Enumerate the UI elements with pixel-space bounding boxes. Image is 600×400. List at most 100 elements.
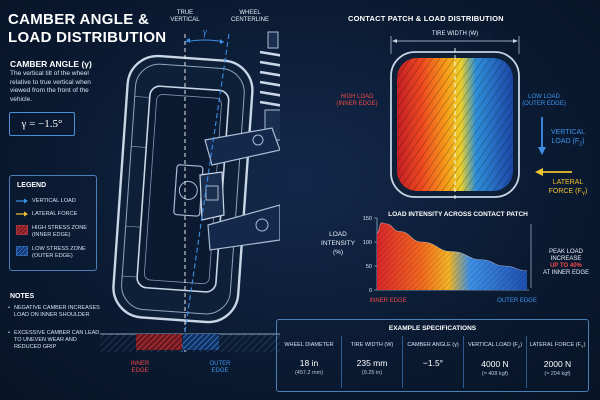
low-stress-zone (183, 334, 219, 350)
annotation-highlight: UP TO 40% (550, 263, 582, 269)
wheel-assembly-drawing (100, 31, 280, 353)
vertical-load-arrow-icon (538, 117, 546, 155)
specifications-title: EXAMPLE SPECIFICATIONS (388, 325, 477, 332)
note-item: EXCESSIVE CAMBER CAN LEAD TO UNEVEN WEAR… (8, 330, 100, 351)
gamma-symbol: γ (203, 27, 207, 38)
high-stress-zone (136, 334, 182, 350)
lateral-force-subscript: Y (581, 191, 586, 198)
spec-column-camber-angle: CAMBER ANGLE (γ) −1.5° (403, 336, 463, 388)
camber-value-box: γ = −1.5° (9, 112, 75, 136)
spec-value: 4000 N (481, 359, 509, 370)
spec-value: 235 mm (356, 358, 388, 368)
legend-item-lateral-force: LATERAL FORCE (16, 211, 77, 217)
x-axis-left-label: INNER EDGE (369, 298, 407, 304)
legend-item-high-stress: HIGH STRESS ZONE (INNER EDGE) (16, 225, 92, 239)
spec-header: TIRE WIDTH (W) (350, 342, 394, 348)
spec-header: CAMBER ANGLE (γ) (407, 342, 459, 348)
control-arms (199, 127, 280, 251)
high-load-label: HIGH LOAD (INNER EDGE) (336, 94, 378, 107)
spec-subvalue: (≈ 408 kgf) (481, 371, 509, 378)
contact-patch-figure (390, 36, 520, 200)
notes-title: NOTES (10, 293, 35, 300)
legend-label: LATERAL FORCE (32, 211, 78, 217)
note-item: NEGATIVE CAMBER INCREASES LOAD ON INNER … (8, 305, 100, 319)
lateral-force-label: LATERAL FORCE (FY) (548, 179, 588, 198)
tire-outline (112, 54, 254, 324)
camber-heading: CAMBER ANGLE (γ) (10, 59, 92, 69)
x-axis-right-label: OUTER EDGE (497, 298, 537, 304)
vertical-load-text: VERTICAL LOAD (F (550, 129, 586, 145)
y-tick-label: 100 (363, 240, 372, 246)
spec-value: 18 in (299, 358, 319, 368)
y-axis-ticks: 0 50 100 150 (363, 216, 377, 294)
peak-load-annotation: PEAK LOAD INCREASE UP TO 40% AT INNER ED… (536, 249, 596, 277)
spec-divider (402, 336, 403, 388)
dimension-arrowhead (392, 39, 397, 43)
annotation-line-1: PEAK LOAD (548, 249, 583, 255)
outer-edge-label: OUTER EDGE (209, 361, 231, 374)
spec-subvalue: (≈ 204 kgf) (544, 371, 571, 378)
y-tick-label: 150 (363, 216, 372, 222)
y-axis-label: LOAD INTENSITY (%) (321, 231, 355, 256)
spec-divider (526, 336, 527, 388)
coil-spring (259, 31, 280, 141)
tire-width-label: TIRE WIDTH (W) (418, 31, 492, 38)
annotation-line-2: INCREASE (550, 256, 582, 262)
wheel-centerline-label: WHEEL CENTERLINE (230, 10, 269, 23)
camber-description: The vertical tilt of the wheel relative … (10, 70, 91, 103)
title-line-1: CAMBER ANGLE & (8, 11, 150, 28)
wheel-centerline (181, 33, 230, 353)
tread-pattern (397, 58, 513, 191)
page-title: CAMBER ANGLE & LOAD DISTRIBUTION (8, 11, 166, 47)
spec-header: WHEEL DIAMETER (284, 342, 334, 348)
chart-title: LOAD INTENSITY ACROSS CONTACT PATCH (388, 211, 528, 218)
legend-label: LOW STRESS ZONE (OUTER EDGE) (32, 246, 86, 259)
spec-header: LATERAL FORCE (FY) (529, 342, 586, 350)
vertical-load-label: VERTICAL LOAD (FZ) (550, 129, 586, 148)
spec-header-text: LATERAL FORCE (F (529, 342, 581, 348)
dimension-arrowhead (513, 39, 518, 43)
spec-column-vertical-load: VERTICAL LOAD (FZ) 4000 N (≈ 408 kgf) (464, 336, 526, 388)
spec-value: 2000 N (543, 359, 572, 370)
arc-arrowhead (220, 39, 224, 44)
load-curve (376, 222, 528, 272)
legend-label: VERTICAL LOAD (32, 198, 76, 204)
specifications-table: EXAMPLE SPECIFICATIONS WHEEL DIAMETER 18… (276, 319, 589, 392)
true-vertical-label: TRUE VERTICAL (170, 10, 200, 23)
blue-hatch-swatch (16, 246, 28, 256)
legend-item-low-stress: LOW STRESS ZONE (OUTER EDGE) (16, 246, 92, 260)
annotation-line-3: AT INNER EDGE (542, 270, 590, 276)
lateral-force-arrow-icon (535, 168, 572, 176)
legend-item-vertical-load: VERTICAL LOAD (16, 198, 76, 204)
arrow-right-icon (16, 211, 28, 217)
inner-edge-label: INNER EDGE (130, 361, 150, 374)
spec-divider (463, 336, 464, 388)
arrow-right-icon (16, 198, 28, 204)
spec-header-subscript: Z (517, 344, 521, 350)
spec-value: −1.5° (422, 358, 444, 368)
spec-header-subscript: Y (580, 344, 584, 350)
legend-box: LEGEND VERTICAL LOAD LATERAL FORCE HIGH … (9, 175, 97, 271)
spec-column-wheel-diameter: WHEEL DIAMETER 18 in (457.2 mm) (277, 336, 341, 388)
legend-label: HIGH STRESS ZONE (INNER EDGE) (32, 225, 88, 238)
spec-divider (341, 336, 342, 388)
contact-patch-title: CONTACT PATCH & LOAD DISTRIBUTION (348, 14, 504, 23)
title-line-2: LOAD DISTRIBUTION (8, 29, 167, 46)
low-load-label: LOW LOAD (OUTER EDGE) (522, 94, 566, 107)
load-area-hatch (377, 222, 527, 290)
y-tick-label: 50 (366, 264, 372, 270)
camber-angle-arc (184, 39, 225, 43)
y-tick-label: 0 (369, 288, 372, 294)
spec-header: VERTICAL LOAD (FZ) (467, 342, 523, 350)
vertical-load-subscript: Z (579, 141, 583, 148)
spec-subvalue: (9.25 in) (361, 370, 383, 376)
lateral-force-text: LATERAL FORCE (F (548, 179, 584, 195)
red-hatch-swatch (16, 225, 28, 235)
load-intensity-chart: LOAD INTENSITY ACROSS CONTACT PATCH 0 50 1… (363, 211, 532, 294)
spec-header-text: VERTICAL LOAD (F (467, 342, 518, 348)
spec-subvalue: (457.2 mm) (294, 370, 324, 376)
spec-column-lateral-force: LATERAL FORCE (FY) 2000 N (≈ 204 kgf) (527, 336, 588, 388)
legend-title: LEGEND (17, 182, 47, 189)
arc-arrowhead (186, 38, 190, 43)
